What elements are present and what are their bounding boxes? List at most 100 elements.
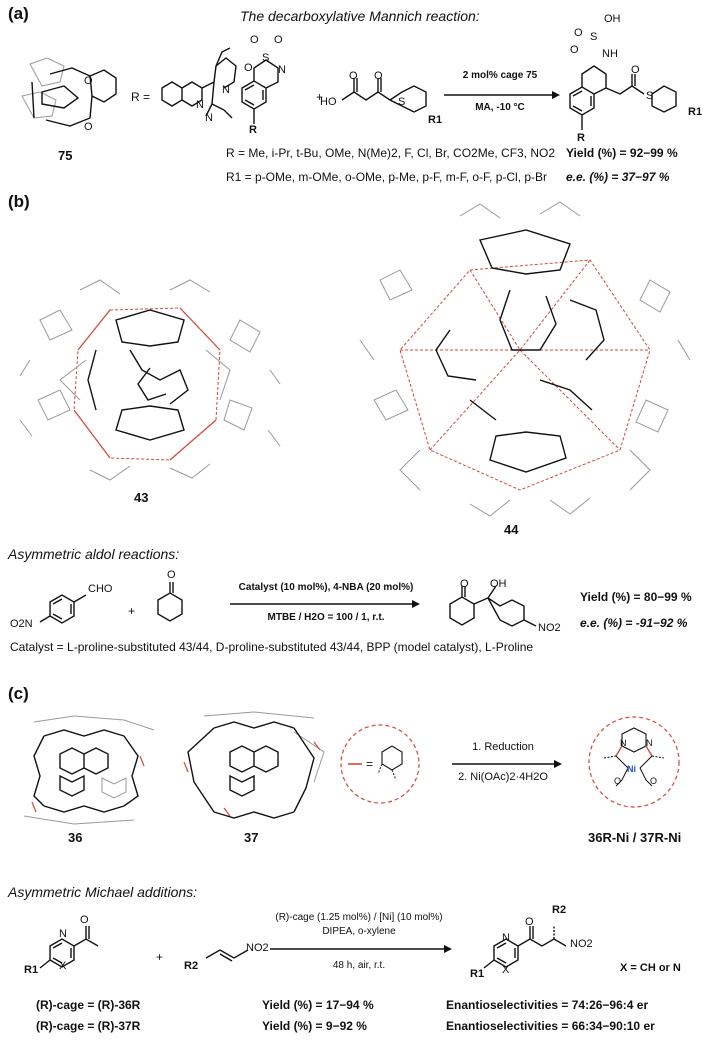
row1-cage: (R)-cage = (R)-36R <box>36 998 141 1012</box>
michael-product-o: O <box>525 916 534 928</box>
cyclohexanone-o: O <box>167 569 176 581</box>
cage-36-structure <box>23 715 155 825</box>
panel-c-x-note: X = CH or N <box>620 962 681 974</box>
panel-a-label: (a) <box>8 4 29 23</box>
panel-c-michael-arrow <box>270 945 452 953</box>
michael-ketone-r1: R1 <box>24 964 39 976</box>
panel-a-cond-bottom: MA, -10 °C <box>475 102 525 113</box>
nitroalkene-r2: R2 <box>184 960 199 972</box>
panel-b-label: (b) <box>8 192 30 211</box>
cage-43-structure <box>19 279 281 481</box>
michael-ketone-n: N <box>59 928 67 940</box>
sulfamidate-n: N <box>278 64 286 76</box>
michael-ketone-o: O <box>80 914 89 926</box>
ni-complex-n1: N <box>620 738 627 748</box>
ni-complex-o2: O <box>650 776 658 786</box>
panel-a-title: The decarboxylative Mannich reaction: <box>240 8 480 24</box>
michael-ketone-x: X <box>59 960 67 972</box>
cinchona-r-group <box>161 47 237 119</box>
cinchona-n-quinoline: N <box>196 99 204 111</box>
panel-a-arrow <box>444 91 560 99</box>
aldol-o: O <box>460 578 469 590</box>
cage-75-o-top: O <box>84 75 93 87</box>
aldehyde-o2n: O2N <box>10 618 33 630</box>
r-equals-label: R = <box>131 90 151 104</box>
panel-c-step1: 1. Reduction <box>472 741 534 753</box>
michael-product-n: N <box>502 932 510 944</box>
michael-product-x: X <box>502 964 510 976</box>
row1-er: Enantioselectivities = 74:26−96:4 er <box>446 998 649 1012</box>
ni-complex-n2: N <box>646 738 653 748</box>
cage-75-structure <box>21 57 117 127</box>
nickel-complex-circle <box>588 716 680 808</box>
panel-b-title: Asymmetric aldol reactions: <box>8 546 180 562</box>
row2-yield: Yield (%) = 9−92 % <box>262 1019 367 1033</box>
product-nh: NH <box>602 48 618 60</box>
cage-37-label: 37 <box>244 830 259 845</box>
panel-c-title: Asymmetric Michael additions: <box>8 884 198 900</box>
sulfamidate-o-ring: O <box>244 62 253 74</box>
nitrobenzaldehyde <box>39 594 87 624</box>
product-r: R <box>577 132 585 144</box>
acid-r1: R1 <box>428 114 443 126</box>
aldol-no2: NO2 <box>538 622 561 634</box>
cyclohexanone <box>157 582 183 622</box>
panel-c-cond-mid: DIPEA, o-xylene <box>322 926 396 937</box>
cage-75-o-bottom: O <box>84 121 93 133</box>
product-o-top: O <box>574 27 583 39</box>
cage-75-label: 75 <box>58 148 73 163</box>
panel-b-plus: + <box>128 604 136 618</box>
panel-b-cond-top: Catalyst (10 mol%), 4-NBA (20 mol%) <box>238 582 414 593</box>
panel-b-yield: Yield (%) = 80−99 % <box>580 590 692 604</box>
panel-b-arrow <box>230 600 420 608</box>
panel-c-cond-bottom: 48 h, air, r.t. <box>332 960 386 971</box>
acyl-heteroarene <box>39 926 99 969</box>
michael-product-r1: R1 <box>470 968 485 980</box>
aldol-product <box>449 585 537 627</box>
michael-product <box>483 926 567 969</box>
r-substituent-list: R = Me, i-Pr, t-Bu, OMe, N(Me)2, F, Cl, … <box>226 146 556 160</box>
panel-c-label: (c) <box>8 684 29 703</box>
panel-b-ee: e.e. (%) = -91−92 % <box>580 616 688 630</box>
nitroalkene <box>205 949 249 962</box>
product-s-thio: S <box>646 90 654 102</box>
product-s: S <box>590 31 598 43</box>
panel-b-catalyst-line: Catalyst = L-proline-substituted 43/44, … <box>10 640 534 654</box>
sulfamidate-r: R <box>249 124 257 136</box>
product-oh: OH <box>604 13 621 25</box>
cage-44-label: 44 <box>504 522 519 537</box>
panel-c-cond-top: (R)-cage (1.25 mol%) / [Ni] (10 mol%) <box>275 912 443 923</box>
panel-a-yield: Yield (%) = 92−99 % <box>566 146 678 160</box>
cage-43-label: 43 <box>134 490 149 505</box>
acid-o2: O <box>374 70 383 82</box>
panel-a-ee: e.e. (%) = 37−97 % <box>566 170 670 184</box>
cage-37-structure <box>183 711 325 819</box>
panel-c-arrow <box>452 760 562 768</box>
sulfamidate-s: S <box>262 52 270 64</box>
panel-c-plus: + <box>156 950 164 964</box>
panel-a-cond-top: 2 mol% cage 75 <box>462 70 538 81</box>
row2-er: Enantioselectivities = 66:34−90:10 er <box>446 1019 655 1033</box>
diamine-legend-circle <box>340 724 420 804</box>
ni-complex-ni: Ni <box>627 764 636 774</box>
sulfamidate-imine <box>241 59 279 124</box>
aldehyde-cho: CHO <box>88 583 113 595</box>
product-r1: R1 <box>688 106 703 118</box>
panel-c-product-label: 36R-Ni / 37R-Ni <box>588 830 682 845</box>
malonic-half-thioester <box>341 78 427 113</box>
panel-b-cond-bottom: MTBE / H2O = 100 / 1, r.t. <box>267 612 385 623</box>
product-o-carbonyl: O <box>631 64 640 76</box>
nitroalkene-no2: NO2 <box>246 942 269 954</box>
michael-product-r2: R2 <box>552 904 567 916</box>
michael-product-no2: NO2 <box>570 938 593 950</box>
aldol-oh: OH <box>490 578 507 590</box>
cage-44-structure <box>359 201 691 517</box>
sulfamidate-o1: O <box>250 34 259 46</box>
acid-s: S <box>398 96 406 108</box>
mannich-product <box>569 65 677 130</box>
acid-ho: HO <box>320 96 337 108</box>
r1-substituent-list: R1 = p-OMe, m-OMe, o-OMe, p-Me, p-F, m-F… <box>226 170 548 184</box>
sulfamidate-o2: O <box>274 34 283 46</box>
panel-c-step2: 2. Ni(OAc)2·4H2O <box>458 771 548 783</box>
panel-a-plus: + <box>316 90 324 104</box>
